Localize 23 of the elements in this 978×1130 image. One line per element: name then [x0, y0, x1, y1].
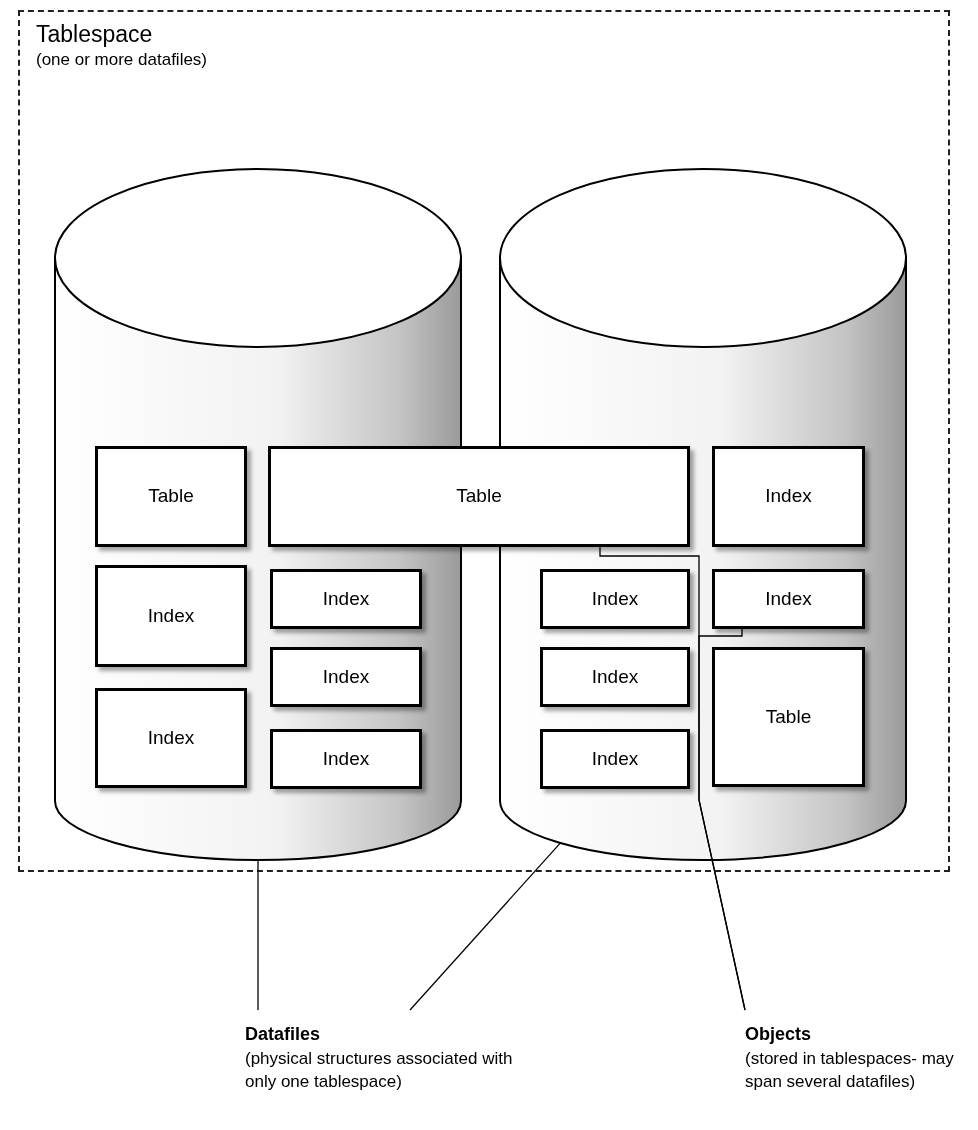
- leader-line: [409, 842, 561, 1011]
- segment-box: Table: [95, 446, 247, 547]
- segment-box: Index: [712, 446, 865, 547]
- segment-box: Table: [268, 446, 690, 547]
- segment-box: Index: [540, 729, 690, 789]
- segment-box: Index: [270, 647, 422, 707]
- segment-box: Index: [95, 688, 247, 788]
- callout-heading: Objects: [745, 1023, 813, 1046]
- leader-line: [257, 859, 259, 1011]
- segment-box: Index: [540, 569, 690, 629]
- callout-description: (physical structures associated with only one tablespace): [245, 1047, 514, 1094]
- segment-box: Index: [270, 729, 422, 789]
- segment-box: Index: [95, 565, 247, 667]
- frame-title: Tablespace: [36, 20, 154, 49]
- segment-box: Index: [712, 569, 865, 629]
- tablespace-frame: [18, 10, 950, 872]
- callout-description: (stored in tablespaces- may span several datafiles): [745, 1047, 955, 1094]
- leader-line: [698, 626, 746, 1011]
- callout-heading: Datafiles: [245, 1023, 322, 1046]
- frame-subtitle: (one or more datafiles): [36, 48, 209, 70]
- segment-box: Table: [712, 647, 865, 787]
- segment-box: Index: [270, 569, 422, 629]
- segment-box: Index: [540, 647, 690, 707]
